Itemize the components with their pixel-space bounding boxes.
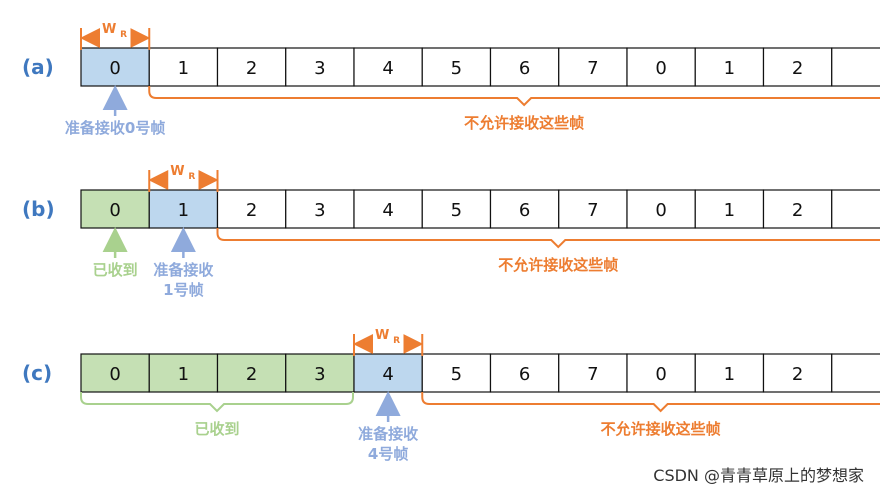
frame-cell [80,353,150,393]
frame-number: 2 [246,200,257,221]
frame-number: 7 [587,58,598,79]
frame-cell [694,353,765,393]
rejected-frames-brace [148,86,880,107]
frame-cell [831,47,880,87]
frame-cell [831,189,880,229]
row-label: (c) [22,361,52,385]
frame-cell [353,47,423,87]
frame-number: 3 [314,58,325,79]
row-label: (b) [22,197,55,221]
window-label: W [375,328,389,343]
row-label: (a) [22,55,54,79]
frame-number: 7 [587,364,598,385]
frame-number: 1 [724,58,735,79]
frame-cell [694,189,765,229]
frame-number: 0 [655,364,666,385]
frame-cell [626,353,696,393]
frame-number: 5 [451,200,462,221]
frame-number: 5 [451,364,462,385]
received-label: 已收到 [93,261,138,279]
frame-cell [694,47,765,87]
frame-cell [558,47,628,87]
frame-number: 1 [178,58,189,79]
frame-cell [421,189,492,229]
frame-number: 6 [519,364,530,385]
frame-number: 0 [109,364,120,385]
frame-cell [489,47,560,87]
window-label: W [170,164,184,179]
frame-number: 0 [109,200,120,221]
frame-number: 2 [792,200,803,221]
frame-cell [626,47,696,87]
frame-cell [148,47,219,87]
frame-number: 1 [178,364,189,385]
window-subscript: R [120,30,127,40]
received-label: 已收到 [194,420,239,438]
ready-to-receive-label: 准备接收 [358,425,418,443]
ready-to-receive-label: 准备接收 [153,261,213,279]
frame-number: 3 [314,364,325,385]
frame-cell [353,189,423,229]
frame-number: 1 [178,200,189,221]
frame-number: 4 [382,364,393,385]
frame-cell [489,353,560,393]
frame-number: 1 [724,200,735,221]
rejected-frames-brace [216,228,880,249]
frame-cell [558,189,628,229]
frame-number: 4 [382,200,393,221]
frame-cell [148,353,219,393]
frame-cell [558,353,628,393]
window-subscript: R [188,172,195,182]
frame-number: 2 [246,58,257,79]
rejected-frames-label: 不允许接收这些帧 [601,420,721,438]
frame-cell [285,189,355,229]
frame-number: 6 [519,200,530,221]
frame-cell [421,47,492,87]
frame-cell [216,353,287,393]
watermark-text: CSDN @青青草原上的梦想家 [653,466,864,485]
frame-number: 2 [246,364,257,385]
frame-number: 4 [382,58,393,79]
frame-number: 5 [451,58,462,79]
received-frames-brace [80,392,354,413]
ready-to-receive-label: 4号帧 [368,445,408,463]
frame-number: 6 [519,58,530,79]
frame-number: 2 [792,364,803,385]
frame-number: 2 [792,58,803,79]
window-subscript: R [393,336,400,346]
ready-to-receive-label: 1号帧 [163,281,203,299]
frame-number: 1 [724,364,735,385]
frame-cell [148,189,219,229]
rejected-frames-label: 不允许接收这些帧 [464,114,584,132]
frame-cell [626,189,696,229]
frame-number: 0 [109,58,120,79]
frame-cell [489,189,560,229]
frame-cell [831,353,880,393]
frame-cell [353,353,423,393]
frame-cell [285,353,355,393]
ready-to-receive-label: 准备接收0号帧 [65,119,165,137]
rejected-frames-label: 不允许接收这些帧 [498,256,618,274]
frame-number: 7 [587,200,598,221]
frame-cell [216,47,287,87]
frame-number: 0 [655,58,666,79]
frame-number: 3 [314,200,325,221]
frame-cell [762,189,833,229]
window-label: W [102,22,116,37]
frame-number: 0 [655,200,666,221]
frame-cell [80,47,150,87]
rejected-frames-brace [421,392,880,413]
